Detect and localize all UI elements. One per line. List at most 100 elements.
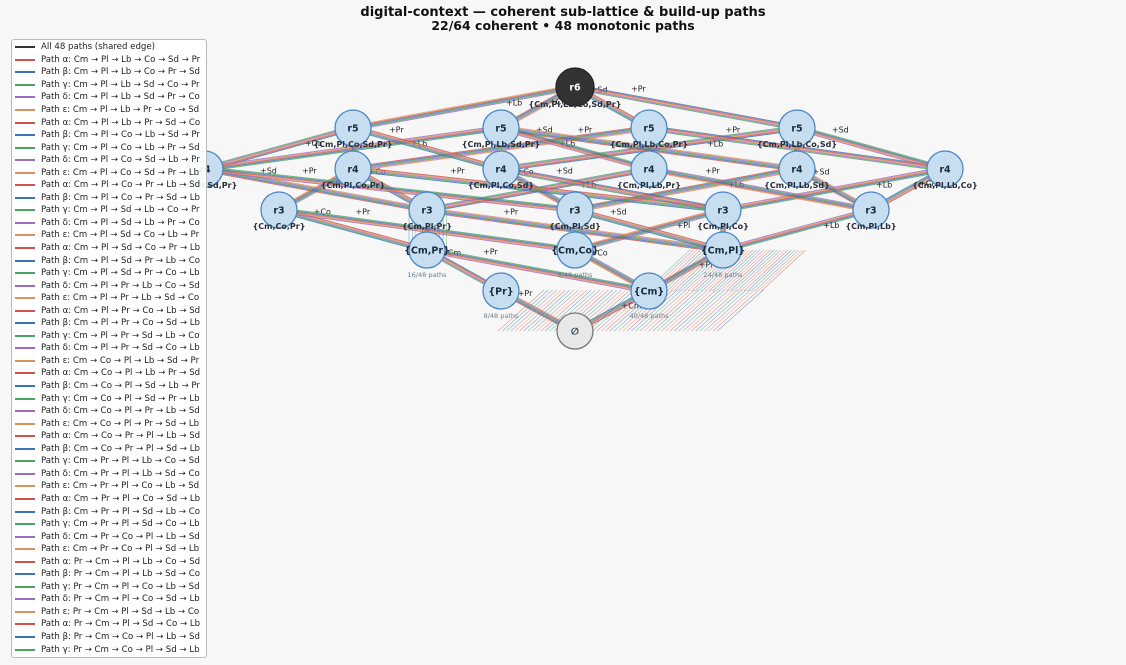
edge-strand <box>575 169 798 212</box>
edge-strand <box>427 208 724 250</box>
hatch-line <box>682 289 730 332</box>
legend-label: Path α: Pr → Cm → Pl → Sd → Co → Lb <box>41 619 201 630</box>
lattice-node-r4e: r4{Cm,Pl,Lb,Sd} <box>764 150 830 190</box>
legend-label: Path α: Cm → Pl → Co → Pr → Lb → Sd <box>41 180 201 191</box>
hatch-line <box>674 289 721 332</box>
edge-strand <box>648 127 946 170</box>
legend-item: Path α: Cm → Pl → Lb → Co → Sd → Pr <box>15 54 203 67</box>
legend-label: Path γ: Cm → Pl → Pr → Sd → Lb → Co <box>41 330 200 341</box>
edge-strand <box>278 211 427 253</box>
node-circle <box>556 191 594 229</box>
legend-swatch <box>15 272 35 275</box>
legend-summary: All 48 paths (shared edge) <box>15 41 203 54</box>
edge-strand <box>204 169 427 212</box>
hatch-line <box>643 289 691 332</box>
legend-label: Path γ: Pr → Cm → Pl → Co → Lb → Sd <box>41 581 200 592</box>
edge-strand <box>352 85 575 128</box>
legend-swatch <box>15 497 35 500</box>
node-set-label: {Cm,Pl,Lb,Pr} <box>617 181 681 190</box>
legend-swatch <box>15 196 35 199</box>
edge-strand <box>500 129 649 172</box>
edge-strand <box>352 169 723 212</box>
legend-swatch <box>15 422 35 425</box>
edge-strand <box>574 167 797 210</box>
lattice-node-cmpr: {Cm,Pr}16/48 paths <box>404 231 450 279</box>
legend-swatch <box>15 221 35 224</box>
lattice-node-r4d: r4{Cm,Pl,Lb,Pr} <box>617 150 681 190</box>
edge-strand <box>279 208 576 250</box>
legend-swatch <box>15 485 35 488</box>
node-circle <box>482 150 520 188</box>
edge-label: +Pr <box>450 167 465 176</box>
lattice-node-empty: ∅ <box>556 312 594 350</box>
edge-strand <box>353 128 650 171</box>
hatch-line <box>740 249 785 292</box>
node-circle <box>408 191 446 229</box>
legend-swatch <box>15 635 35 638</box>
legend-swatch <box>15 410 35 413</box>
edge-strand <box>648 170 871 213</box>
edge-strand <box>426 250 649 293</box>
edge-strand <box>426 251 649 294</box>
lattice-node-r3a: r3{Cm,Co,Pr} <box>253 191 305 231</box>
legend-swatch <box>15 184 35 187</box>
edge-r3d-r4c: +Sd <box>500 166 724 213</box>
legend-swatch <box>15 96 35 99</box>
legend-item: Path α: Pr → Cm → Pl → Sd → Co → Lb <box>15 618 203 631</box>
legend-swatch <box>15 322 35 325</box>
legend-label: Path α: Pr → Cm → Pl → Lb → Co → Sd <box>41 556 201 567</box>
hatch-line <box>666 249 712 292</box>
node-set-label: {Cm,Pl,Lb,Co} <box>912 181 978 190</box>
legend-item: Path ε: Cm → Pr → Co → Pl → Sd → Lb <box>15 543 203 556</box>
node-name: {Cm} <box>634 287 664 298</box>
hatch-line <box>545 289 592 332</box>
node-circle <box>778 109 816 147</box>
legend-item: Path ε: Cm → Pl → Co → Sd → Pr → Lb <box>15 166 203 179</box>
legend-label: Path α: Cm → Pl → Pr → Co → Lb → Sd <box>41 305 201 316</box>
node-name: r5 <box>495 124 506 135</box>
legend-swatch <box>15 259 35 262</box>
legend-label: Path α: Cm → Pl → Lb → Co → Sd → Pr <box>41 54 201 65</box>
legend-swatch <box>15 284 35 287</box>
node-set-label: {Cm,Pl,Lb} <box>845 222 896 231</box>
hatch-line <box>715 249 761 292</box>
edge-strand <box>500 169 723 212</box>
edge-strand <box>648 168 872 211</box>
legend-label: Path ε: Cm → Pr → Co → Pl → Sd → Lb <box>41 544 200 555</box>
legend-swatch <box>15 598 35 601</box>
node-path-count: 24/48 paths <box>704 271 744 279</box>
legend-item: Path γ: Cm → Pl → Sd → Lb → Co → Pr <box>15 204 203 217</box>
hatch-line <box>506 289 553 332</box>
hatch-line <box>523 289 571 332</box>
edge-label: +Co <box>919 180 936 189</box>
edge-label: +Sd <box>610 207 627 216</box>
node-circle <box>556 312 594 350</box>
legend-label: Path δ: Cm → Pr → Pl → Lb → Sd → Co <box>41 468 200 479</box>
legend-swatch <box>15 146 35 149</box>
legend-swatch <box>15 585 35 588</box>
legend-swatch <box>15 309 35 312</box>
legend-item: Path δ: Cm → Pl → Co → Sd → Lb → Pr <box>15 154 203 167</box>
edge-strand <box>574 166 797 209</box>
edge-label: +Co <box>591 248 608 257</box>
legend-swatch <box>15 510 35 513</box>
legend-item: Path β: Cm → Pr → Pl → Sd → Lb → Co <box>15 505 203 518</box>
edge-strand <box>797 125 946 168</box>
legend-label: Path β: Cm → Pl → Lb → Co → Pr → Sd <box>41 67 200 78</box>
legend-swatch <box>15 121 35 124</box>
legend: All 48 paths (shared edge) Path α: Cm → … <box>11 39 207 658</box>
legend-item: Path γ: Pr → Cm → Co → Pl → Sd → Lb <box>15 643 203 656</box>
legend-swatch <box>15 560 35 563</box>
legend-item: Path ε: Cm → Pl → Pr → Lb → Sd → Co <box>15 292 203 305</box>
hatch-line <box>757 249 803 292</box>
edge-label: +Sd <box>556 167 573 176</box>
edge-strand <box>352 128 501 171</box>
node-circle <box>556 231 594 269</box>
edge-label: +Lb <box>707 139 723 148</box>
node-circle <box>630 150 668 188</box>
legend-label: Path γ: Cm → Pl → Sd → Pr → Co → Lb <box>41 268 200 279</box>
edge-strand <box>278 209 576 251</box>
edge-strand <box>574 86 798 129</box>
hatch-line <box>665 289 712 332</box>
edge-strand <box>204 168 576 211</box>
